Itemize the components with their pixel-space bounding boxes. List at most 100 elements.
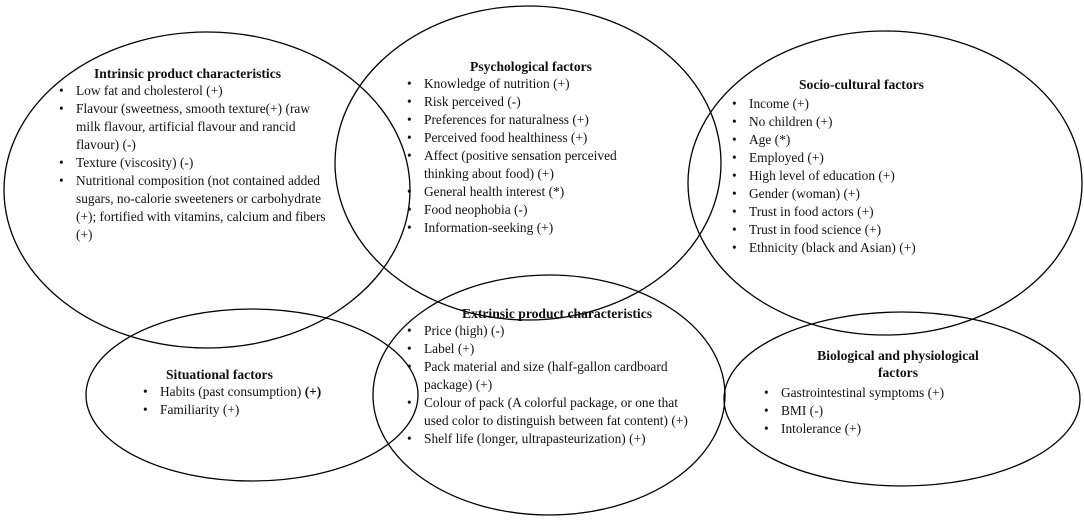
list-item: Intolerance (+) (763, 420, 1033, 438)
effect-sign: (+) (792, 96, 809, 111)
group-situational: Situational factors Habits (past consump… (142, 366, 372, 419)
item-text: Price (high) (424, 323, 488, 338)
list-item: Information-seeking (+) (406, 219, 656, 237)
item-text: Information-seeking (424, 220, 534, 235)
effect-sign: (+) (76, 227, 93, 242)
group-title: Psychological factors (470, 59, 592, 74)
item-text: Risk perceived (424, 94, 504, 109)
group-biological: Biological and physiological factors Gas… (763, 347, 1033, 438)
item-text: Perceived food healthiness (424, 130, 568, 145)
effect-sign: (+) (304, 384, 322, 399)
item-list: Price (high) (-)Label (+)Pack material a… (406, 322, 696, 448)
item-text: Affect (positive sensation perceived thi… (424, 148, 617, 181)
effect-sign: (+) (536, 220, 554, 235)
list-item: Habits (past consumption) (+) (142, 383, 372, 401)
list-item: Income (+) (731, 95, 971, 113)
list-item: Trust in food science (+) (731, 221, 971, 239)
list-item: Low fat and cholesterol (+) (58, 82, 328, 100)
list-item: Familiarity (+) (142, 401, 372, 419)
item-text: Preferences for naturalness (424, 112, 569, 127)
effect-sign: (+) (843, 186, 860, 201)
effect-sign: (+) (222, 402, 240, 417)
effect-sign: (-) (507, 94, 521, 109)
list-item: Pack material and size (half-gallon card… (406, 358, 696, 394)
item-text: Trust in food actors (749, 204, 854, 219)
item-text: Colour of pack (A colorful package, or o… (424, 395, 678, 428)
item-text: Habits (past consumption) (160, 384, 302, 399)
item-text: Shelf life (longer, ultrapasteurization) (424, 431, 626, 446)
effect-sign: (-) (490, 323, 505, 338)
item-text: BMI (781, 403, 807, 418)
group-sociocultural: Socio-cultural factors Income (+)No chil… (731, 76, 971, 257)
item-list: Knowledge of nutrition (+)Risk perceived… (406, 75, 656, 237)
item-list: Low fat and cholesterol (+)Flavour (swee… (58, 82, 328, 244)
group-title: Intrinsic product characteristics (94, 66, 282, 81)
group-psychological: Psychological factors Knowledge of nutri… (406, 58, 656, 237)
sociocultural-ellipse (687, 30, 1083, 336)
effect-sign: (+) (899, 240, 916, 255)
item-text: Food neophobia (424, 202, 511, 217)
list-item: Texture (viscosity) (-) (58, 154, 328, 172)
item-text: Low fat and cholesterol (76, 83, 203, 98)
list-item: Age (*) (731, 131, 971, 149)
list-item: Perceived food healthiness (+) (406, 129, 656, 147)
list-item: High level of education (+) (731, 167, 971, 185)
item-text: High level of education (749, 168, 876, 183)
effect-sign: (-) (179, 155, 194, 170)
group-title: Extrinsic product characteristics (462, 306, 653, 321)
item-text: Nutritional composition (not contained a… (76, 173, 326, 224)
list-item: Flavour (sweetness, smooth texture(+) (r… (58, 100, 328, 154)
item-list: Habits (past consumption) (+)Familiarity… (142, 383, 372, 419)
item-list: Gastrointestinal symptoms (+)BMI (-)Into… (763, 384, 1033, 438)
list-item: Affect (positive sensation perceived thi… (406, 147, 656, 183)
group-intrinsic: Intrinsic product characteristics Low fa… (58, 65, 328, 244)
list-item: Price (high) (-) (406, 322, 696, 340)
effect-sign: (+) (537, 166, 554, 181)
list-item: Knowledge of nutrition (+) (406, 75, 656, 93)
list-item: General health interest (*) (406, 183, 656, 201)
item-text: Knowledge of nutrition (424, 76, 550, 91)
effect-sign: (+) (844, 421, 862, 436)
effect-sign: (+) (457, 341, 475, 356)
list-item: No children (+) (731, 113, 971, 131)
effect-sign: (+) (475, 377, 493, 392)
effect-sign: (+) (553, 76, 570, 91)
list-item: Gender (woman) (+) (731, 185, 971, 203)
item-text: Familiarity (160, 402, 220, 417)
effect-sign: (-) (514, 202, 528, 217)
group-title: Socio-cultural factors (799, 77, 924, 92)
item-text: Intolerance (781, 421, 842, 436)
effect-sign: (+) (807, 150, 824, 165)
effect-sign: (+) (864, 222, 882, 237)
item-text: Income (749, 96, 790, 111)
list-item: Shelf life (longer, ultrapasteurization)… (406, 430, 696, 448)
list-item: Label (+) (406, 340, 696, 358)
effect-sign: (+) (629, 431, 646, 446)
psychological-ellipse (334, 5, 722, 321)
effect-sign: (+) (857, 204, 874, 219)
item-list: Income (+)No children (+)Age (*)Employed… (731, 95, 971, 257)
effect-sign: (+) (815, 114, 833, 129)
effect-sign: (*) (774, 132, 791, 147)
extrinsic-ellipse (372, 274, 726, 516)
effect-sign: (*) (548, 184, 565, 199)
list-item: Employed (+) (731, 149, 971, 167)
list-item: Gastrointestinal symptoms (+) (763, 384, 1033, 402)
list-item: Trust in food actors (+) (731, 203, 971, 221)
item-text: No children (749, 114, 813, 129)
item-text: General health interest (424, 184, 546, 199)
item-text: Employed (749, 150, 805, 165)
effect-sign: (+) (927, 385, 945, 400)
group-extrinsic: Extrinsic product characteristics Price … (406, 305, 696, 448)
list-item: Risk perceived (-) (406, 93, 656, 111)
list-item: Nutritional composition (not contained a… (58, 172, 328, 244)
effect-sign: (+) (572, 112, 589, 127)
effect-sign: (-) (122, 137, 136, 152)
effect-sign: (+) (671, 413, 688, 428)
list-item: Preferences for naturalness (+) (406, 111, 656, 129)
item-text: Gender (woman) (749, 186, 841, 201)
group-title: Situational factors (166, 367, 273, 382)
effect-sign: (+) (878, 168, 895, 183)
item-text: Texture (viscosity) (76, 155, 177, 170)
effect-sign: (+) (570, 130, 588, 145)
